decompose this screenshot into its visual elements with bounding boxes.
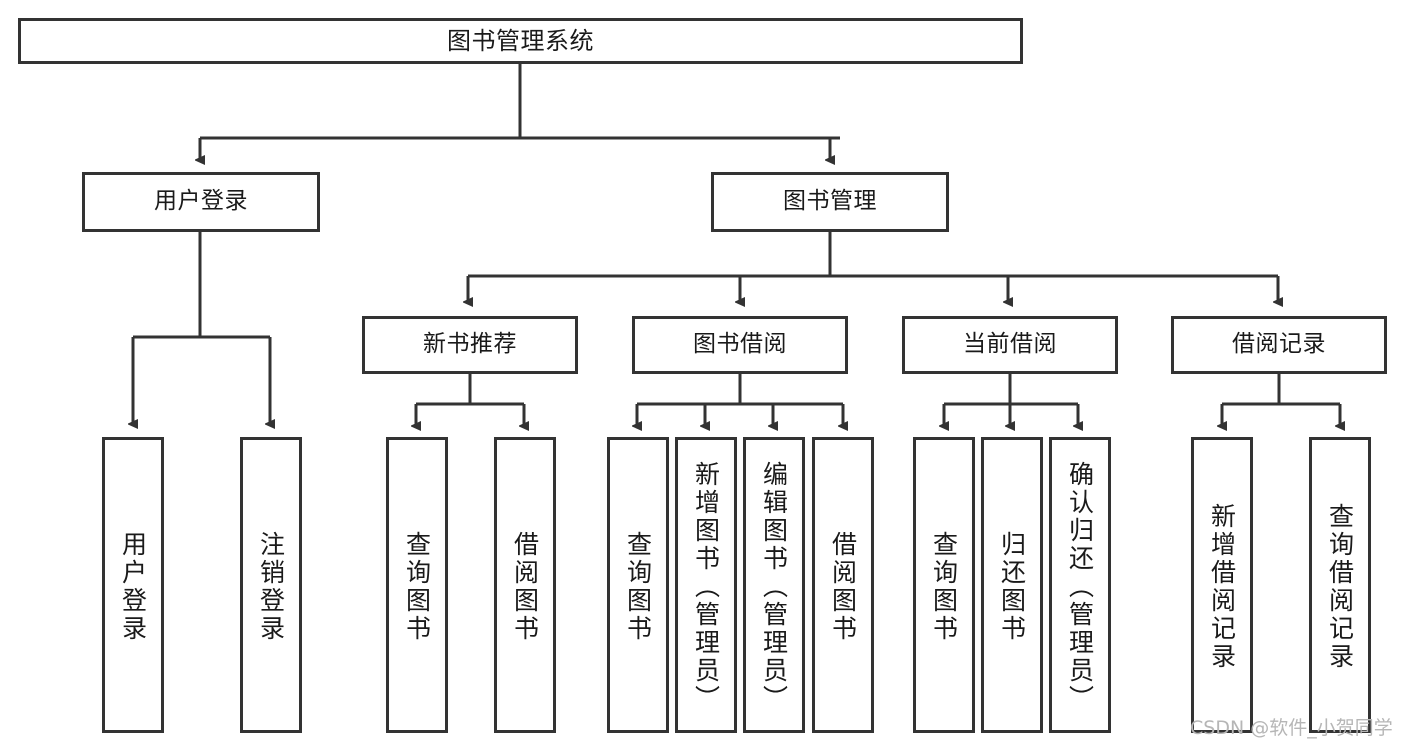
- node-user-login[interactable]: 用户登录: [82, 172, 320, 232]
- node-label: 查询图书: [929, 531, 959, 643]
- node-label: 查询图书: [623, 531, 653, 643]
- node-label: 借阅图书: [510, 531, 540, 643]
- leaf-record-query[interactable]: 查询借阅记录: [1309, 437, 1371, 733]
- watermark-text: CSDN @软件_小贺同学: [1190, 717, 1393, 739]
- leaf-new-book-borrow[interactable]: 借阅图书: [494, 437, 556, 733]
- node-root-system[interactable]: 图书管理系统: [18, 18, 1023, 64]
- leaf-borrow-borrow-book[interactable]: 借阅图书: [812, 437, 874, 733]
- node-label: 图书借阅: [693, 331, 787, 358]
- node-book-management[interactable]: 图书管理: [711, 172, 949, 232]
- leaf-new-book-query[interactable]: 查询图书: [386, 437, 448, 733]
- node-label: 归还图书: [997, 531, 1027, 643]
- leaf-current-confirm-return-admin[interactable]: 确认归还（管理员）: [1049, 437, 1111, 733]
- node-label: 图书管理: [783, 188, 877, 215]
- leaf-user-login-signout[interactable]: 注销登录: [240, 437, 302, 733]
- leaf-borrow-query-book[interactable]: 查询图书: [607, 437, 669, 733]
- node-label: 查询借阅记录: [1325, 503, 1355, 671]
- node-new-book-recommend[interactable]: 新书推荐: [362, 316, 578, 374]
- node-label: 当前借阅: [963, 331, 1057, 358]
- node-label: 编辑图书（管理员）: [759, 461, 789, 713]
- node-label: 注销登录: [256, 531, 286, 643]
- node-label: 借阅记录: [1232, 331, 1326, 358]
- leaf-record-add[interactable]: 新增借阅记录: [1191, 437, 1253, 733]
- leaf-borrow-edit-book-admin[interactable]: 编辑图书（管理员）: [743, 437, 805, 733]
- node-label: 新增借阅记录: [1207, 503, 1237, 671]
- leaf-user-login-signin[interactable]: 用户登录: [102, 437, 164, 733]
- leaf-current-query-book[interactable]: 查询图书: [913, 437, 975, 733]
- node-label: 新书推荐: [423, 331, 517, 358]
- node-book-borrow[interactable]: 图书借阅: [632, 316, 848, 374]
- node-label: 用户登录: [118, 531, 148, 643]
- node-current-borrow[interactable]: 当前借阅: [902, 316, 1118, 374]
- node-label: 新增图书（管理员）: [691, 461, 721, 713]
- node-label: 查询图书: [402, 531, 432, 643]
- leaf-current-return-book[interactable]: 归还图书: [981, 437, 1043, 733]
- leaf-borrow-add-book-admin[interactable]: 新增图书（管理员）: [675, 437, 737, 733]
- node-label: 图书管理系统: [447, 26, 594, 55]
- node-label: 用户登录: [154, 188, 248, 215]
- node-borrow-record[interactable]: 借阅记录: [1171, 316, 1387, 374]
- node-label: 借阅图书: [828, 531, 858, 643]
- node-label: 确认归还（管理员）: [1065, 461, 1095, 713]
